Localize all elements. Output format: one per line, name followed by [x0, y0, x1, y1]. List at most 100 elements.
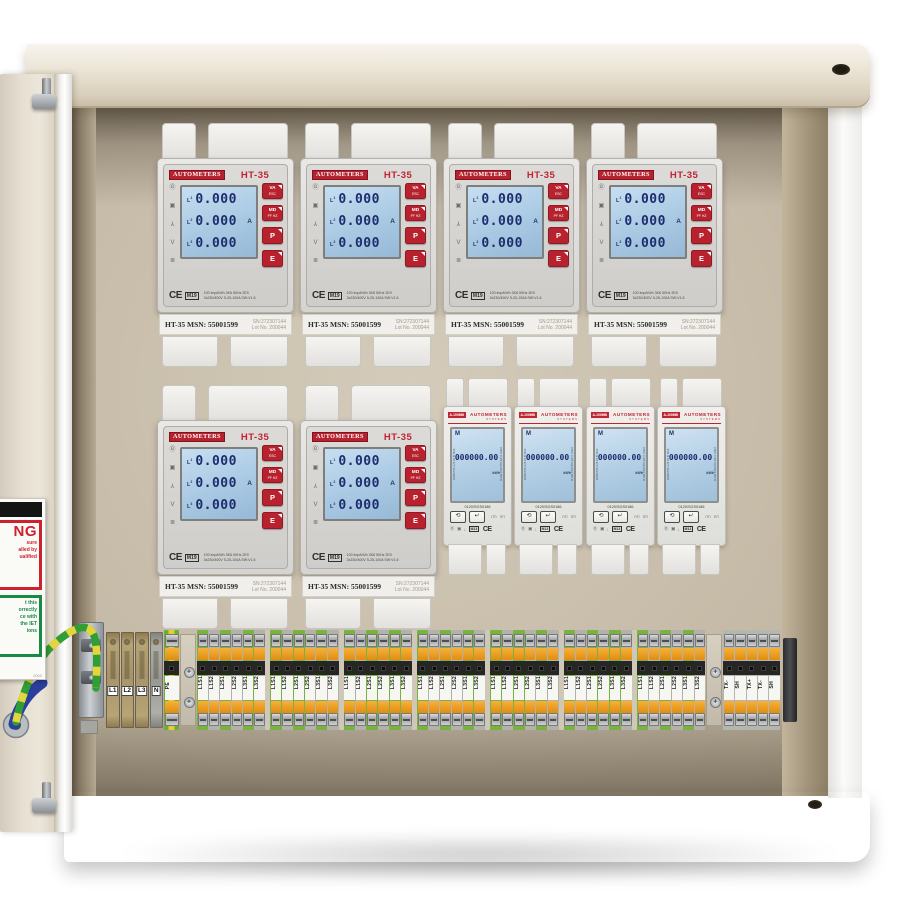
terminal-tag: L2S2 [305, 676, 312, 690]
terminal-screw [355, 713, 366, 726]
model-label: HT-35 [383, 169, 413, 181]
terminal-clamp [400, 661, 413, 675]
terminal-clamp [473, 661, 486, 675]
tariff-icon: ≣ [598, 258, 605, 264]
pulse-icon: ⊓⊓ [562, 515, 568, 519]
phase-label: L1 [330, 196, 336, 204]
terminal-screw [758, 713, 769, 726]
lcd-unit-label: kWh [635, 471, 643, 475]
lcd-unit-label: A [676, 217, 681, 225]
lcd-row: L1 0.000 [330, 193, 395, 207]
terminal-screw [769, 713, 780, 726]
cabinet-bottom-flange [64, 792, 870, 862]
terminal-tag: L3S1 [536, 676, 543, 690]
terminal-tag: SH [735, 681, 742, 689]
terminal-screw [270, 634, 282, 647]
terminal-screw [564, 634, 575, 647]
lcd-unit-label: A [390, 479, 395, 487]
b-class-icon: Ⓑ [593, 526, 598, 531]
metering-terminal: L3S1 [389, 630, 401, 730]
terminal-screw [366, 634, 378, 647]
terminal-screw [575, 634, 586, 647]
ce-mark: CE [169, 290, 182, 301]
lcd-unit-label: kWh [563, 471, 571, 475]
comm-terminal: SH [734, 630, 747, 730]
terminal-screw [547, 634, 559, 647]
terminal-tag: TX- [723, 680, 730, 689]
meter-faceplate: AUTOMETERS HT-35 Ⓑ ▣ ⅄ V ≣ [163, 164, 288, 307]
ht35-meter-slot-5: AUTOMETERS HT-35 Ⓑ ▣ ⅄ V ≣ [157, 385, 294, 629]
p-button: P [548, 227, 569, 244]
e-button: E [405, 512, 426, 529]
phase-value: 0.000 [338, 214, 380, 229]
terminal-tag: L3S2 [254, 676, 261, 690]
terminal-screw [254, 634, 265, 647]
din-tab [519, 544, 553, 575]
terminal-screw [316, 713, 327, 726]
din-tab [305, 598, 361, 629]
mounting-hole-bottom [808, 800, 822, 809]
model-badge: A-100MB [591, 412, 609, 418]
phase-value: 0.000 [338, 476, 380, 491]
wye-network-icon: ⅄ [170, 483, 175, 490]
terminal-screw [694, 713, 705, 726]
metering-terminals: L1S1 L1S2 L2S1 L2S2 [197, 630, 706, 730]
terminal-screw [378, 713, 389, 726]
incomer-terminals: L1 L2 L3 N [106, 632, 164, 728]
din-tab [468, 378, 508, 408]
model-label: HT-35 [240, 431, 270, 443]
terminal-tag: L1S1 [344, 676, 351, 690]
phase-label: L1 [473, 196, 479, 204]
metering-terminal: L3S2 [620, 630, 633, 730]
din-tab [589, 378, 607, 408]
ht35-meter: AUTOMETERS HT-35 Ⓑ ▣ ⅄ V ≣ [300, 123, 437, 367]
terminal-clamp [164, 661, 179, 675]
terminal-clamp [659, 661, 672, 675]
ce-mark: CE [696, 525, 706, 533]
comm-terminal: SH [768, 630, 781, 730]
phase-label: L2 [330, 218, 336, 226]
terminal-screw [208, 713, 220, 726]
metering-terminal: L3S2 [327, 630, 339, 730]
metering-terminal: L2S1 [439, 630, 452, 730]
din-tab [591, 123, 625, 160]
lcd-unit-label: A [247, 479, 252, 487]
lcd-row: L2 0.000 [187, 215, 252, 229]
terminal-tag: L1S2 [648, 676, 655, 690]
lcd-unit-label: kWh [492, 471, 500, 475]
terminal-screw [671, 713, 683, 726]
phase-label: L2 [616, 218, 622, 226]
pulse-icon: ⊓⊓ [713, 515, 719, 519]
metering-terminal: L2S2 [451, 630, 463, 730]
terminal-clamp [490, 661, 502, 675]
terminal-tag: SH [769, 681, 776, 689]
cabinet-right-edge [828, 86, 862, 798]
metering-terminal [485, 630, 491, 730]
phase-value: 0.000 [195, 498, 237, 513]
terminal-screw [769, 634, 780, 647]
tariff-icon: ≣ [169, 258, 176, 264]
terminal-screw [513, 713, 525, 726]
din-tab [516, 336, 574, 367]
tariff-icon: ≣ [169, 520, 176, 526]
phase-value: 0.000 [195, 236, 237, 251]
b-class-icon: Ⓑ [169, 447, 176, 453]
terminal-screw [648, 634, 660, 647]
lcd-row: L3 0.000 [187, 237, 252, 251]
ce-mark: CE [553, 525, 563, 533]
msn-label: HT-35 MSN: 55001599 [308, 582, 382, 591]
meter-body: AUTOMETERS HT-35 Ⓑ ▣ ⅄ V ≣ [157, 420, 294, 575]
serial-strip: HT-35 MSN: 55001599 SN:272307144 Lot No.… [159, 314, 292, 335]
a100-meter: A-100MB AUTOMETERS SYSTEMS M 000000.00 k… [514, 378, 583, 575]
terminal-tag: L1S2 [502, 676, 509, 690]
terminal-screw [660, 634, 671, 647]
terminal-clamp [597, 661, 610, 675]
ce-mark: CE [455, 290, 468, 301]
terminal-screw [197, 713, 208, 726]
ce-mark: CE [312, 552, 325, 563]
terminal-screw [621, 713, 632, 726]
din-tab [446, 378, 464, 408]
